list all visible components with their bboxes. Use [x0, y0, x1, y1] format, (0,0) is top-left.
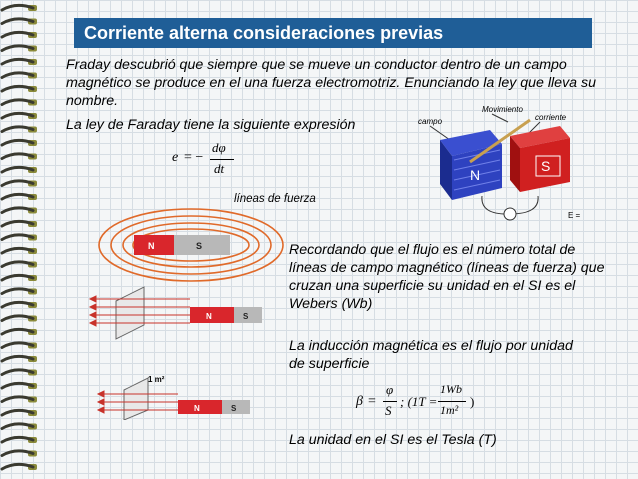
slide-title: Corriente alterna consideraciones previa… — [74, 18, 592, 48]
flux-surface-figure: N S — [88, 286, 262, 340]
generator-illustration: Movimiento campo corriente N S E = — [418, 105, 581, 221]
flux-magnet-s-letter: S — [243, 312, 249, 321]
beta-lhs: β — [356, 394, 363, 409]
tesla-unit-paragraph: La unidad en el SI es el Tesla (T) — [289, 432, 497, 448]
flux-bar-magnet: N S — [190, 307, 262, 323]
corriente-label: corriente — [535, 113, 567, 122]
formula-eq: = − — [184, 150, 204, 165]
area-label: 1 m² — [148, 375, 165, 384]
unit-area-figure: 1 m² N S — [96, 375, 250, 420]
magnet-s-letter: S — [196, 241, 202, 251]
beta-num2: 1Wb — [440, 382, 462, 396]
beta-num: φ — [386, 382, 394, 397]
beta-eq: = — [368, 394, 376, 409]
beta-close: ) — [470, 394, 475, 409]
magnet-field-lines-figure: N S — [98, 208, 284, 282]
flux-paragraph: Recordando que el flujo es el número tot… — [289, 242, 605, 312]
formula-lhs: e — [172, 150, 179, 165]
spiral-binding — [0, 3, 37, 471]
generator-s-letter: S — [541, 158, 550, 174]
magnet-n-letter: N — [148, 241, 155, 251]
generator-magnet-n: N — [440, 130, 502, 200]
flux-magnet-n-letter: N — [206, 312, 212, 321]
faraday-formula: e = − dφ dt — [172, 140, 242, 180]
induction-paragraph: La inducción magnética es el flujo por u… — [289, 338, 573, 372]
formula-den: dt — [214, 161, 225, 176]
area-bar-magnet: N S — [178, 400, 250, 414]
generator-n-letter: N — [470, 167, 480, 183]
intro-paragraph: Fraday descubrió que siempre que se muev… — [66, 57, 596, 109]
movimiento-label: Movimiento — [482, 105, 523, 114]
faraday-law-intro: La ley de Faraday tiene la siguiente exp… — [66, 117, 356, 133]
area-magnet-n-letter: N — [194, 404, 200, 413]
bar-magnet: N S — [134, 235, 230, 255]
beta-den2: 1m² — [440, 403, 459, 417]
area-magnet-s-letter: S — [231, 404, 237, 413]
formula-num: dφ — [212, 140, 226, 155]
beta-fraction-bar — [383, 401, 397, 402]
beta-sep: ; (1T = — [400, 394, 438, 409]
beta-fraction-bar-2 — [438, 401, 466, 402]
fraction-bar — [210, 159, 234, 160]
generator-e-label: E = — [568, 211, 581, 220]
field-lines-label: líneas de fuerza — [234, 193, 316, 205]
generator-magnet-s: S — [510, 126, 570, 192]
induction-formula: β = φ S ; (1T = 1Wb 1m² ) — [356, 382, 496, 422]
campo-label: campo — [418, 117, 443, 126]
beta-den: S — [385, 403, 392, 418]
